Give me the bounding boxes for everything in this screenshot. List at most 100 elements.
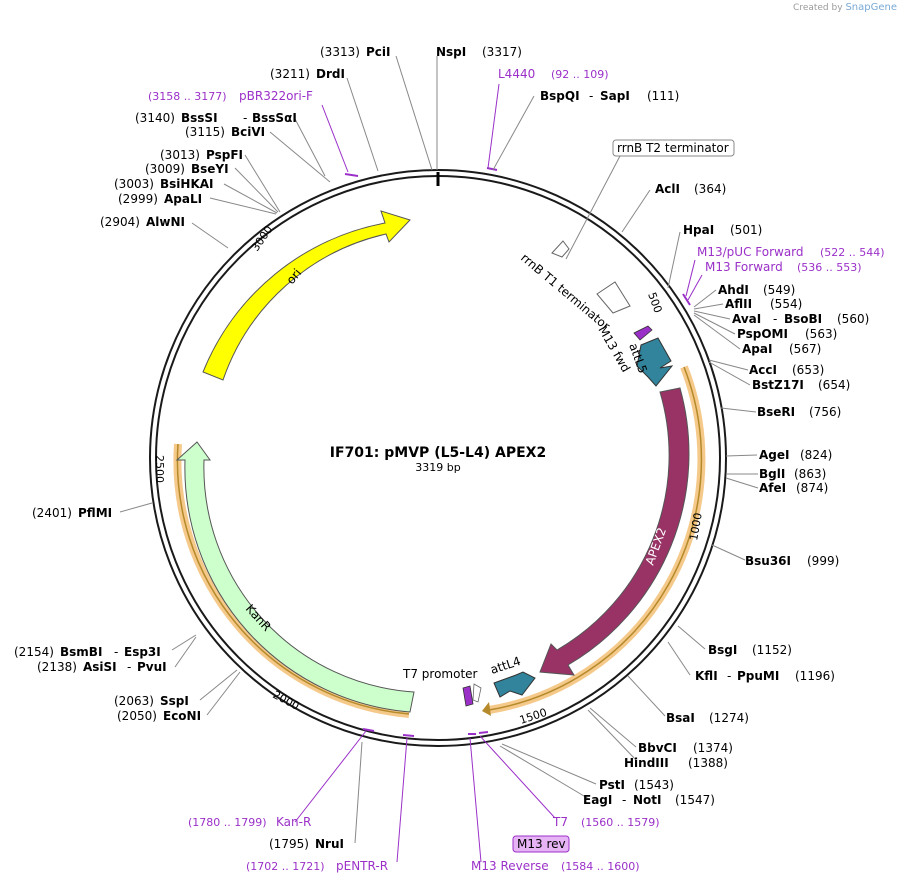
site-pcii-pos: (3313) bbox=[320, 45, 360, 59]
site-psti-name[interactable]: PstI bbox=[599, 778, 625, 792]
m13rev-feature[interactable] bbox=[462, 685, 474, 707]
site-sspi-name[interactable]: SspI bbox=[160, 694, 189, 708]
site-bseyi-name[interactable]: BseYI bbox=[191, 162, 229, 176]
apex2-feature[interactable] bbox=[539, 387, 690, 676]
attl4-label: attL4 bbox=[489, 654, 523, 677]
site-pvui-name[interactable]: PvuI bbox=[137, 660, 167, 674]
site-alwni-name[interactable]: AlwNI bbox=[146, 215, 185, 229]
site-bcivi-name[interactable]: BciVI bbox=[231, 125, 265, 139]
rrnb-t1-feature[interactable] bbox=[596, 281, 631, 314]
site-bbvci-name[interactable]: BbvCI bbox=[638, 741, 677, 755]
primer-t7-range: (1560 .. 1579) bbox=[581, 816, 660, 829]
site-econi-name[interactable]: EcoNI bbox=[163, 709, 201, 723]
site-avai-name[interactable]: AvaI bbox=[732, 312, 761, 326]
site-bsobi-name[interactable]: BsoBI bbox=[784, 312, 822, 326]
site-asisi-name[interactable]: AsiSI bbox=[83, 660, 117, 674]
primer-l4440-name[interactable]: L4440 bbox=[498, 67, 535, 81]
site-hpai-name[interactable]: HpaI bbox=[683, 223, 714, 237]
site-kfli-sep: - bbox=[727, 669, 731, 683]
site-ahdi-name[interactable]: AhdI bbox=[718, 283, 749, 297]
site-bseri-name[interactable]: BseRI bbox=[757, 405, 795, 419]
site-avai-pos: (560) bbox=[837, 312, 869, 326]
site-bspqi-name[interactable]: BspQI bbox=[540, 89, 580, 103]
site-bstz17i-name[interactable]: BstZ17I bbox=[752, 378, 804, 392]
site-esp3i-name[interactable]: Esp3I bbox=[124, 645, 161, 659]
primer-kanr-name[interactable]: Kan-R bbox=[276, 815, 311, 829]
kanr-feature[interactable] bbox=[175, 441, 415, 713]
m13fwd-feature[interactable] bbox=[633, 325, 653, 341]
site-afei-name[interactable]: AfeI bbox=[759, 481, 786, 495]
site-bstz17i-pos: (654) bbox=[818, 378, 850, 392]
site-pspfi-pos: (3013) bbox=[160, 148, 200, 162]
site-eagi-name[interactable]: EagI bbox=[583, 793, 612, 807]
site-bssai-name[interactable]: BssSαI bbox=[252, 111, 297, 125]
site-nspi-pos: (3317) bbox=[482, 45, 522, 59]
tick-2000: 2000 bbox=[271, 688, 302, 713]
site-nspi-name[interactable]: NspI bbox=[436, 45, 466, 59]
site-pspfi-name[interactable]: PspFI bbox=[206, 148, 243, 162]
site-apali-name[interactable]: ApaLI bbox=[164, 192, 202, 206]
primer-m13puc-name[interactable]: M13/pUC Forward bbox=[697, 245, 804, 259]
primer-t7-name[interactable]: T7 bbox=[552, 815, 568, 829]
site-pflmi-name[interactable]: PflMI bbox=[78, 506, 112, 520]
t7-promoter-feature[interactable] bbox=[472, 683, 482, 703]
site-acci-name[interactable]: AccI bbox=[749, 363, 777, 377]
site-acli-name[interactable]: AclI bbox=[655, 182, 680, 196]
site-pspomi-name[interactable]: PspOMI bbox=[737, 327, 788, 341]
site-acci-pos: (653) bbox=[792, 363, 824, 377]
primer-m13rev-name[interactable]: M13 Reverse bbox=[471, 859, 549, 873]
rrnbt1-label: rrnB T1 terminator bbox=[518, 251, 613, 334]
site-noti-name[interactable]: NotI bbox=[633, 793, 662, 807]
primer-kanr-range: (1780 .. 1799) bbox=[188, 816, 267, 829]
map-title: IF701: pMVP (L5-L4) APEX2 bbox=[330, 445, 546, 461]
site-pspomi-pos: (563) bbox=[805, 327, 837, 341]
primer-pentr-name[interactable]: pENTR-R bbox=[336, 859, 388, 873]
site-asisi-sep: - bbox=[127, 660, 131, 674]
rrnbt2-label: rrnB T2 terminator bbox=[617, 141, 729, 155]
site-kfli-name[interactable]: KflI bbox=[695, 669, 718, 683]
site-drdi-pos: (3211) bbox=[270, 67, 310, 81]
site-apai-pos: (567) bbox=[789, 342, 821, 356]
site-bsmbi-sep: - bbox=[114, 645, 118, 659]
site-bsmbi-name[interactable]: BsmBI bbox=[60, 645, 102, 659]
attl4-feature[interactable] bbox=[493, 671, 536, 698]
site-drdi-name[interactable]: DrdI bbox=[316, 67, 345, 81]
site-pcii-name[interactable]: PciI bbox=[366, 45, 391, 59]
site-aflii-name[interactable]: AflII bbox=[725, 297, 752, 311]
attl5-feature[interactable] bbox=[636, 337, 674, 387]
primer-m13f-name[interactable]: M13 Forward bbox=[705, 260, 783, 274]
site-hindiii-name[interactable]: HindIII bbox=[624, 756, 669, 770]
site-eagi-pos: (1547) bbox=[675, 793, 715, 807]
backbone-outer bbox=[149, 169, 727, 747]
site-bsssi-pos: (3140) bbox=[135, 111, 175, 125]
site-hpai-pos: (501) bbox=[730, 223, 762, 237]
primer-marks bbox=[344, 167, 691, 737]
map-length: 3319 bp bbox=[415, 461, 460, 474]
primer-pbr322-name[interactable]: pBR322ori-F bbox=[239, 89, 313, 103]
primer-labels: L4440 (92 .. 109) (3158 .. 3177) pBR322o… bbox=[148, 67, 885, 873]
site-bsssi-name[interactable]: BssSI bbox=[181, 111, 218, 125]
site-labels-right: BspQI - SapI (111) AclI (364) HpaI (501)… bbox=[540, 89, 869, 807]
site-bsgi-name[interactable]: BsgI bbox=[708, 643, 737, 657]
site-bsu36i-name[interactable]: Bsu36I bbox=[745, 554, 791, 568]
ori-feature[interactable] bbox=[202, 210, 411, 381]
site-sapi-name[interactable]: SapI bbox=[600, 89, 630, 103]
site-bsssi-sep: - bbox=[243, 111, 247, 125]
site-nrui-name[interactable]: NruI bbox=[315, 837, 344, 851]
site-pflmi-pos: (2401) bbox=[32, 506, 72, 520]
site-agei-name[interactable]: AgeI bbox=[759, 448, 789, 462]
m13rev-label: M13 rev bbox=[517, 837, 566, 851]
site-apali-pos: (2999) bbox=[118, 192, 158, 206]
site-apai-name[interactable]: ApaI bbox=[742, 342, 772, 356]
rrnb-t2-feature[interactable] bbox=[551, 240, 570, 258]
primer-m13rev-range: (1584 .. 1600) bbox=[561, 860, 640, 873]
site-ppumi-name[interactable]: PpuMI bbox=[737, 669, 779, 683]
site-bsai-name[interactable]: BsaI bbox=[666, 711, 695, 725]
site-bgli-name[interactable]: BglI bbox=[759, 467, 785, 481]
m13rev-box bbox=[512, 835, 570, 853]
site-agei-pos: (824) bbox=[800, 448, 832, 462]
site-bsihkai-name[interactable]: BsiHKAI bbox=[160, 177, 214, 191]
primer-l4440-range: (92 .. 109) bbox=[551, 68, 609, 81]
site-bspqi-pos: (111) bbox=[647, 89, 679, 103]
